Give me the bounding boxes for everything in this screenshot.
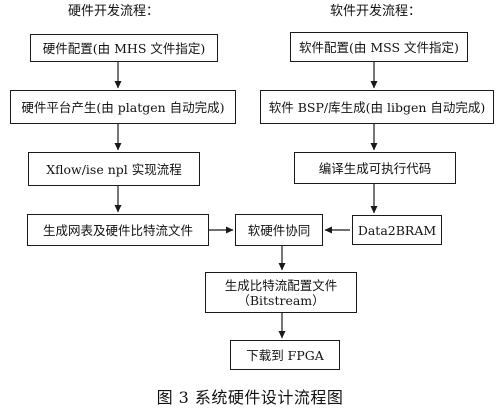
node-netlist-bitstream: 生成网表及硬件比特流文件: [27, 214, 209, 246]
node-compile-executable: 编译生成可执行代码: [294, 152, 456, 184]
figure-caption: 图 3 系统硬件设计流程图: [156, 388, 344, 407]
node-hardware-platform: 硬件平台产生(由 platgen 自动完成): [10, 90, 236, 124]
node-hardware-config: 硬件配置(由 MHS 文件指定): [30, 34, 218, 62]
node-download-fpga: 下载到 FPGA: [230, 340, 340, 370]
hardware-flow-heading: 硬件开发流程：: [68, 4, 160, 19]
software-flow-heading: 软件开发流程：: [330, 4, 422, 19]
node-software-config: 软件配置(由 MSS 文件指定): [290, 32, 468, 62]
node-hw-sw-cosim: 软硬件协同: [235, 214, 323, 246]
node-software-bsp: 软件 BSP/库生成(由 libgen 自动完成): [260, 90, 494, 124]
node-generate-bitstream: 生成比特流配置文件 （Bitstream）: [205, 272, 357, 313]
bitstream-label-line2: （Bitstream）: [237, 292, 325, 308]
node-data2bram: Data2BRAM: [352, 215, 442, 245]
bitstream-label-line1: 生成比特流配置文件: [224, 277, 338, 293]
node-xflow-implementation: Xflow/ise npl 实现流程: [28, 152, 200, 186]
